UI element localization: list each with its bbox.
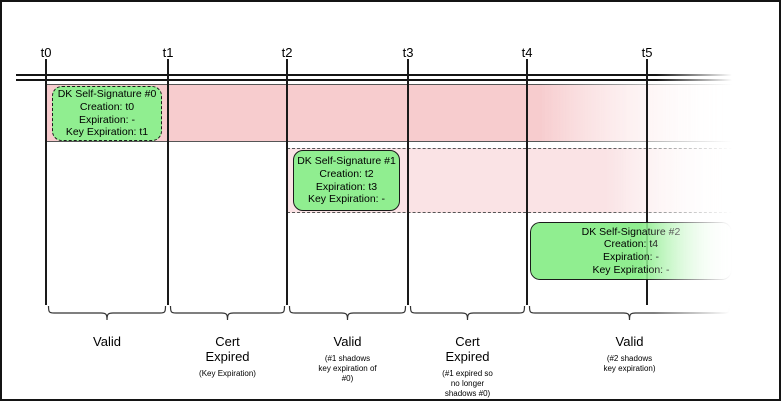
period-cert-expired-2-sub-0: (#1 expired so [442, 369, 493, 378]
period-valid-3-brace [528, 305, 731, 322]
period-cert-expired-1-main-1: Expired [205, 349, 250, 364]
tick-label-t0: t0 [40, 45, 52, 60]
tick-line-t1 [167, 59, 169, 305]
timeline-axis-line-top [16, 74, 732, 76]
sig-box-1-line-1: Expiration: t3 [315, 180, 378, 193]
tick-label-t4: t4 [521, 45, 533, 60]
timeline-axis-line-bottom [16, 79, 732, 81]
tick-label-t3: t3 [402, 45, 414, 60]
period-valid-2-sub-1: key expiration of [318, 364, 377, 373]
sig-box-1-title: DK Self-Signature #1 [297, 155, 396, 168]
sig-box-2-line-0: Creation: t4 [603, 238, 659, 251]
period-cert-expired-1-brace [169, 305, 286, 322]
tick-line-t2 [286, 59, 288, 305]
tick-label-t5: t5 [641, 45, 653, 60]
period-cert-expired-1-main-0: Cert [215, 334, 240, 349]
tick-line-t3 [407, 59, 409, 305]
sig-box-1-line-2: Key Expiration: - [307, 193, 386, 206]
period-valid-2-sub-0: (#1 shadows [324, 354, 371, 363]
period-valid-3-main-0: Valid [615, 334, 644, 349]
period-cert-expired-1-sub-0: (Key Expiration) [199, 369, 256, 378]
period-valid-3-sub-0: (#2 shadows [606, 354, 653, 363]
tick-line-t5 [646, 59, 648, 305]
period-cert-expired-2-sub-2: shadows #0) [444, 389, 491, 398]
period-valid-1-main-0: Valid [93, 334, 121, 349]
tick-label-t2: t2 [281, 45, 293, 60]
period-cert-expired-2-main-1: Expired [445, 349, 490, 364]
tick-label-t1: t1 [162, 45, 174, 60]
sig-box-0-line-2: Key Expiration: t1 [65, 126, 149, 139]
sig-box-2-title: DK Self-Signature #2 [581, 225, 681, 238]
sig-box-1-line-0: Creation: t2 [319, 167, 374, 180]
period-valid-2-brace [288, 305, 407, 322]
period-valid-1: Valid [93, 334, 121, 349]
sig-box-2-line-2: Key Expiration: - [592, 263, 670, 276]
period-valid-2-sub-2: #0) [341, 374, 354, 383]
period-valid-3-sub-1: key expiration) [603, 364, 656, 373]
period-cert-expired-2-main-0: Cert [455, 334, 480, 349]
period-valid-2-main-0: Valid [333, 334, 362, 349]
period-cert-expired-2-brace [409, 305, 526, 322]
tick-line-t4 [526, 59, 528, 305]
sig-box-0-line-0: Creation: t0 [79, 100, 135, 113]
tick-line-t0 [45, 59, 47, 305]
sig-box-0-line-1: Expiration: - [78, 113, 136, 126]
sig-box-2-line-1: Expiration: - [602, 251, 660, 263]
period-cert-expired-2-sub-1: no longer [450, 379, 485, 388]
sig-box-0-title: DK Self-Signature #0 [57, 88, 157, 101]
period-valid-1-brace [47, 305, 167, 322]
